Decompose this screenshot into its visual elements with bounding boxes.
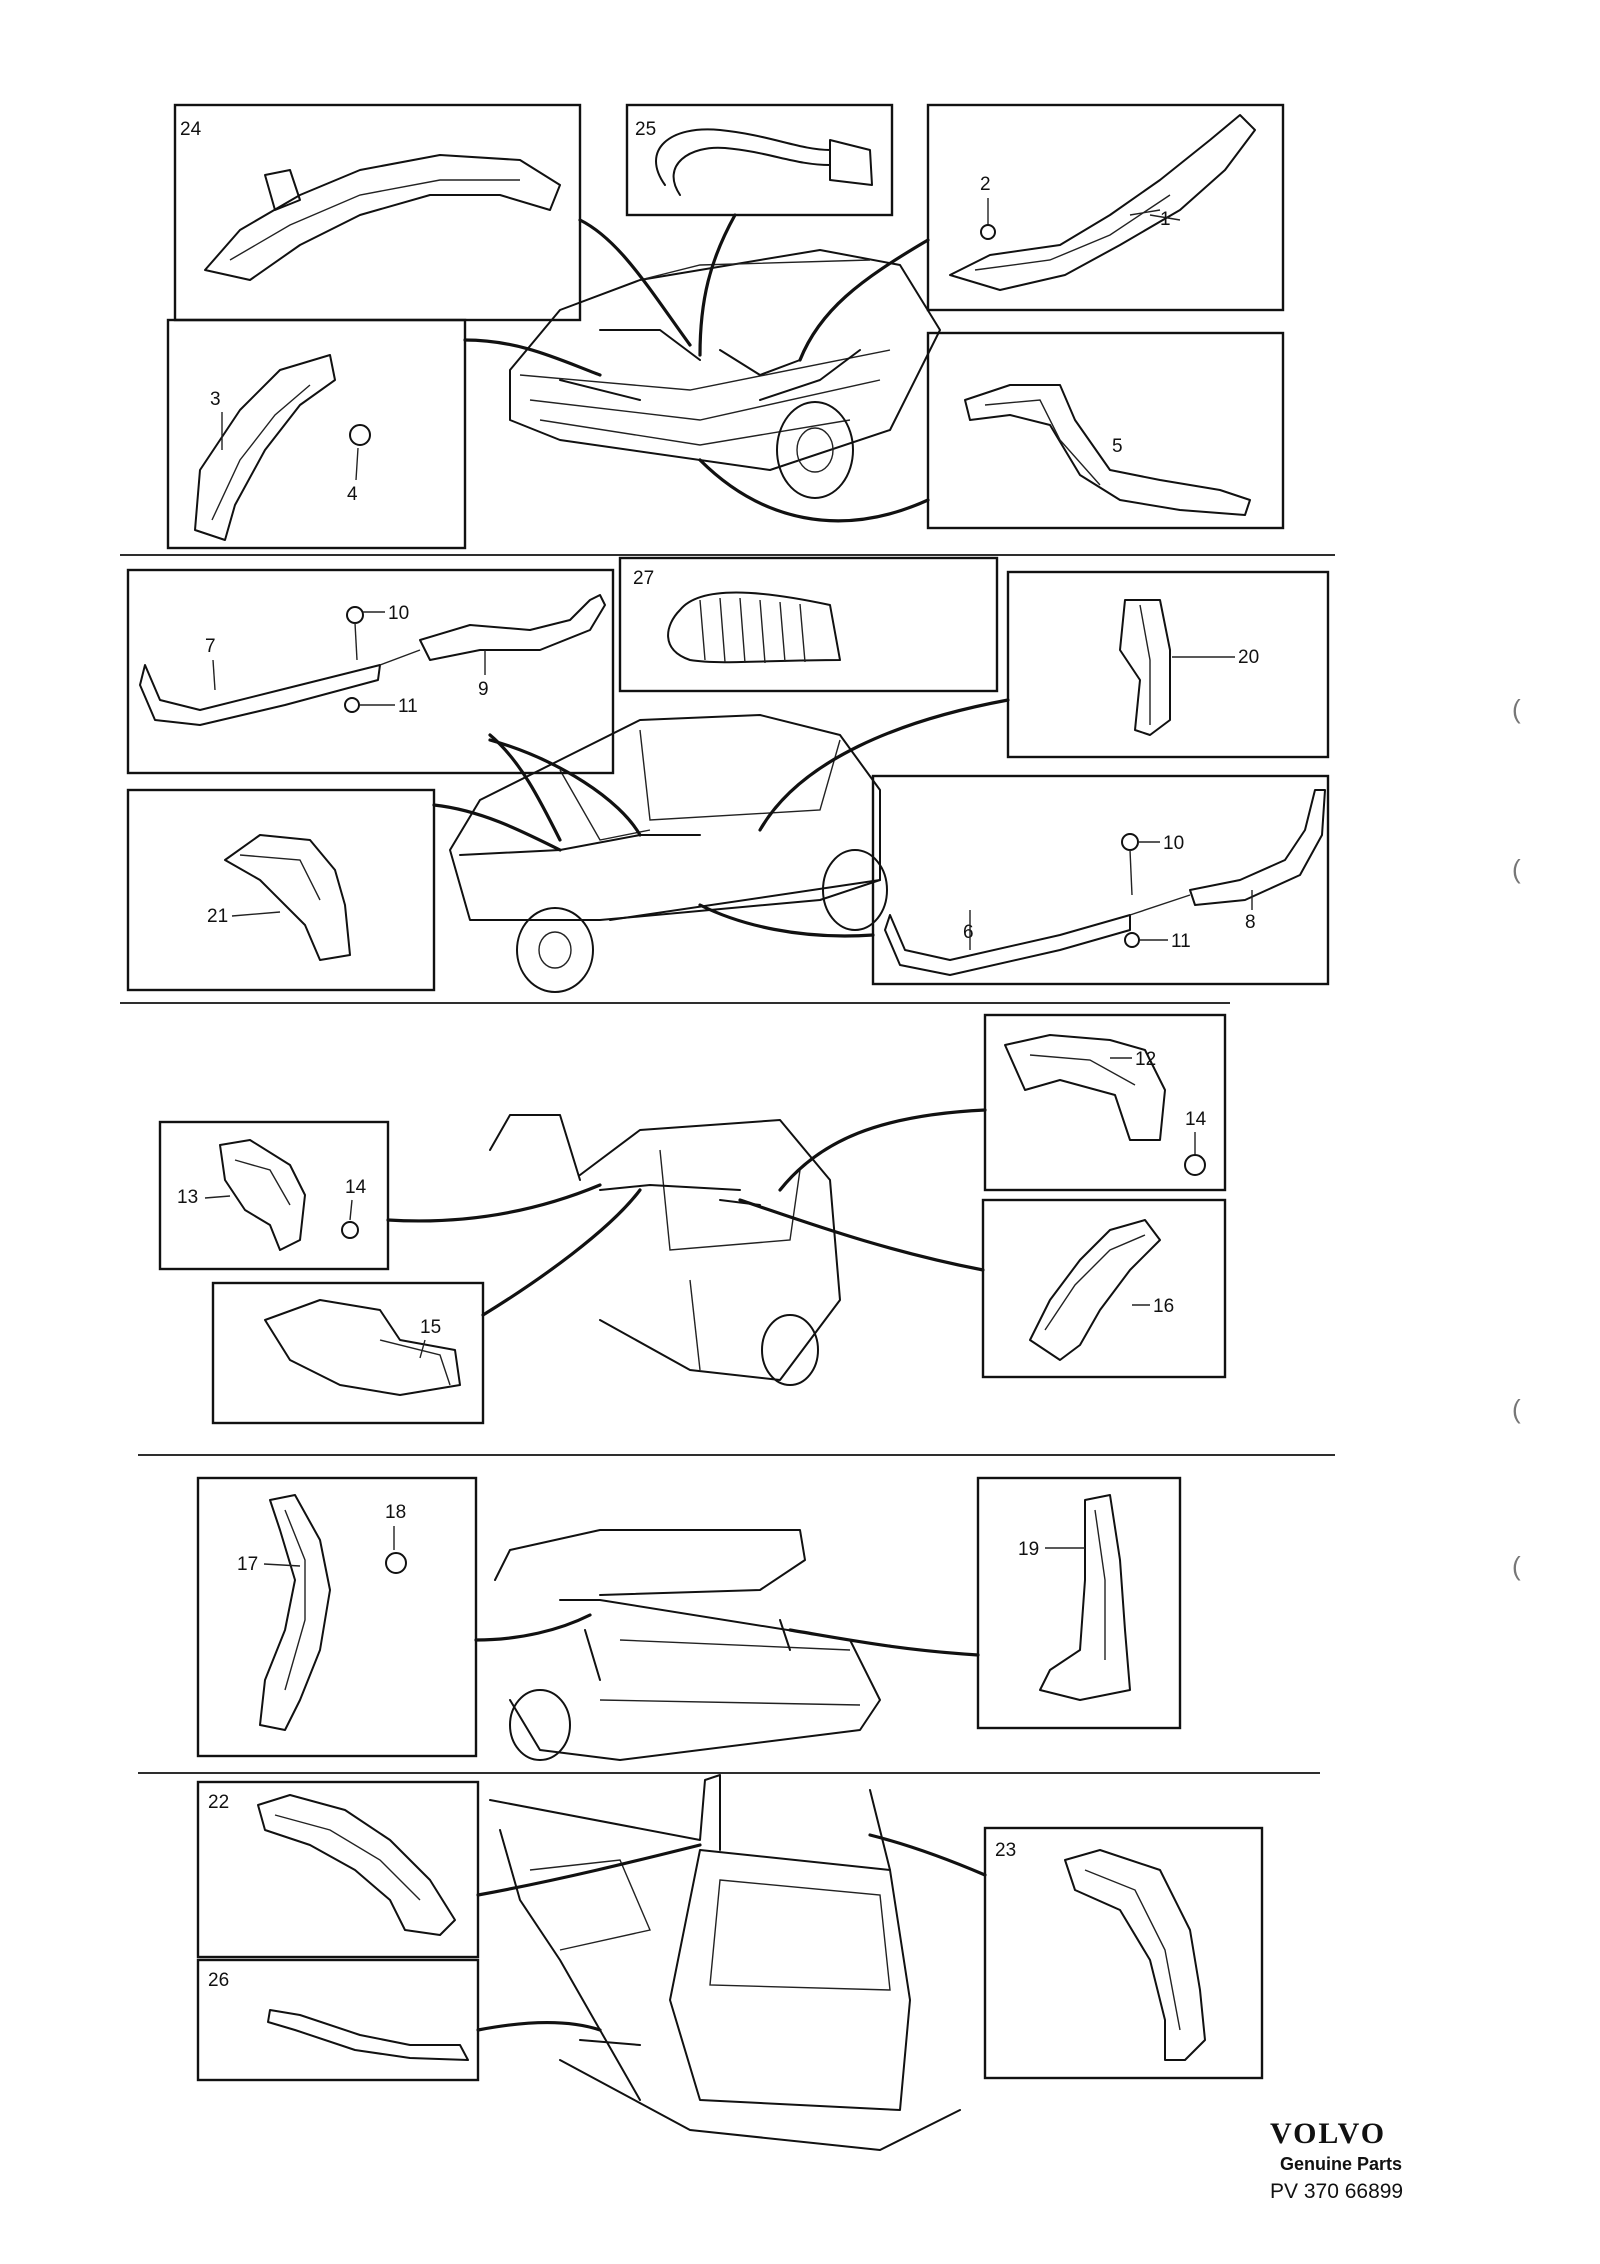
callout-26: 26 xyxy=(208,1970,229,1991)
callout-20: 20 xyxy=(1238,647,1259,668)
part-23-duct xyxy=(1064,1849,1206,2061)
part-26-duct xyxy=(267,2009,469,2061)
callout-18: 18 xyxy=(385,1502,406,1523)
box-20 xyxy=(1006,570,1330,759)
callout-1: 1 xyxy=(1160,209,1171,230)
part-8-sill-duct xyxy=(1189,789,1326,906)
box-24 xyxy=(173,103,582,322)
part-3-air-duct xyxy=(194,354,336,541)
callout-15: 15 xyxy=(420,1317,441,1338)
part-7-sill-duct xyxy=(139,664,381,726)
box-6-8 xyxy=(871,774,1330,986)
box-15 xyxy=(211,1281,485,1425)
box-1-2 xyxy=(926,103,1285,312)
part-12-duct xyxy=(1004,1034,1166,1141)
callout-19: 19 xyxy=(1018,1539,1039,1560)
box-17-18 xyxy=(196,1476,478,1758)
part-24-air-duct xyxy=(204,154,561,281)
box-12-14 xyxy=(983,1013,1227,1192)
callout-10a: 10 xyxy=(388,603,409,624)
callout-14a: 14 xyxy=(345,1177,367,1198)
section-sill-ducts: 7 10 11 9 27 20 21 10 11 xyxy=(126,556,1330,993)
car-side-illustration xyxy=(449,714,888,993)
box-26 xyxy=(196,1958,480,2082)
callout-5: 5 xyxy=(1112,436,1123,457)
box-22 xyxy=(196,1780,480,1959)
margin-marks: ( ( ( ( xyxy=(1512,694,1521,1581)
margin-mark: ( xyxy=(1512,1394,1521,1424)
part-22-duct xyxy=(257,1794,456,1936)
catalog-code: PV 370 66899 xyxy=(1270,2180,1403,2203)
callout-16: 16 xyxy=(1153,1296,1174,1317)
part-25-hose xyxy=(655,128,831,186)
part-1-air-duct xyxy=(949,114,1256,291)
callout-6: 6 xyxy=(963,922,974,943)
section-engine-bay: 24 25 1 2 3 4 5 xyxy=(166,103,1285,550)
brand-block: VOLVO Genuine Parts PV 370 66899 xyxy=(1270,2117,1403,2203)
part-21-duct xyxy=(224,834,351,961)
brand-tagline: Genuine Parts xyxy=(1280,2154,1402,2174)
callout-27: 27 xyxy=(633,568,654,589)
margin-mark: ( xyxy=(1512,1551,1521,1581)
callout-9: 9 xyxy=(478,679,489,700)
box-7-9 xyxy=(126,568,615,775)
part-19-duct xyxy=(1039,1494,1131,1701)
section-wagon-ducts: 22 26 23 xyxy=(196,1774,1264,2151)
callout-21: 21 xyxy=(207,906,228,927)
callout-14b: 14 xyxy=(1185,1109,1207,1130)
part-13-duct xyxy=(219,1139,306,1251)
part-20-duct xyxy=(1119,599,1171,736)
box-13-14 xyxy=(158,1120,390,1271)
callout-4: 4 xyxy=(347,484,358,505)
callout-11b: 11 xyxy=(1171,931,1191,952)
box-3-4 xyxy=(166,318,467,550)
part-15-duct xyxy=(264,1299,461,1396)
callout-17: 17 xyxy=(237,1554,258,1575)
part-5-air-duct xyxy=(964,384,1251,516)
part-27-hose xyxy=(667,591,841,664)
callout-7: 7 xyxy=(205,636,216,657)
part-6-sill-duct xyxy=(884,914,1131,976)
part-16-duct xyxy=(1029,1219,1161,1361)
box-16 xyxy=(981,1198,1227,1379)
callout-24: 24 xyxy=(180,119,202,140)
car-interior-illustration xyxy=(489,1114,841,1386)
callout-12: 12 xyxy=(1135,1049,1156,1070)
callout-25: 25 xyxy=(635,119,656,140)
box-27 xyxy=(618,556,999,693)
part-9-sill-duct xyxy=(419,594,606,661)
section-door-ducts: 13 14 15 12 14 16 xyxy=(158,1013,1227,1425)
car-trunk-illustration xyxy=(494,1529,881,1761)
callout-8: 8 xyxy=(1245,912,1256,933)
section-trunk-ducts: 17 18 19 xyxy=(196,1476,1182,1761)
box-21 xyxy=(126,788,436,992)
car-wagon-illustration xyxy=(489,1774,961,2151)
box-5 xyxy=(926,331,1285,530)
callout-22: 22 xyxy=(208,1792,229,1813)
callout-10b: 10 xyxy=(1163,833,1184,854)
car-front-illustration xyxy=(509,249,941,499)
box-25 xyxy=(625,103,894,217)
part-17-duct xyxy=(259,1494,331,1731)
box-19 xyxy=(976,1476,1182,1730)
callout-3: 3 xyxy=(210,389,221,410)
box-23 xyxy=(983,1826,1264,2080)
callout-2: 2 xyxy=(980,174,991,195)
volvo-logo: VOLVO xyxy=(1270,2117,1386,2150)
margin-mark: ( xyxy=(1512,854,1521,884)
callout-13: 13 xyxy=(177,1187,198,1208)
callout-23: 23 xyxy=(995,1840,1016,1861)
callout-11a: 11 xyxy=(398,696,418,717)
margin-mark: ( xyxy=(1512,694,1521,724)
